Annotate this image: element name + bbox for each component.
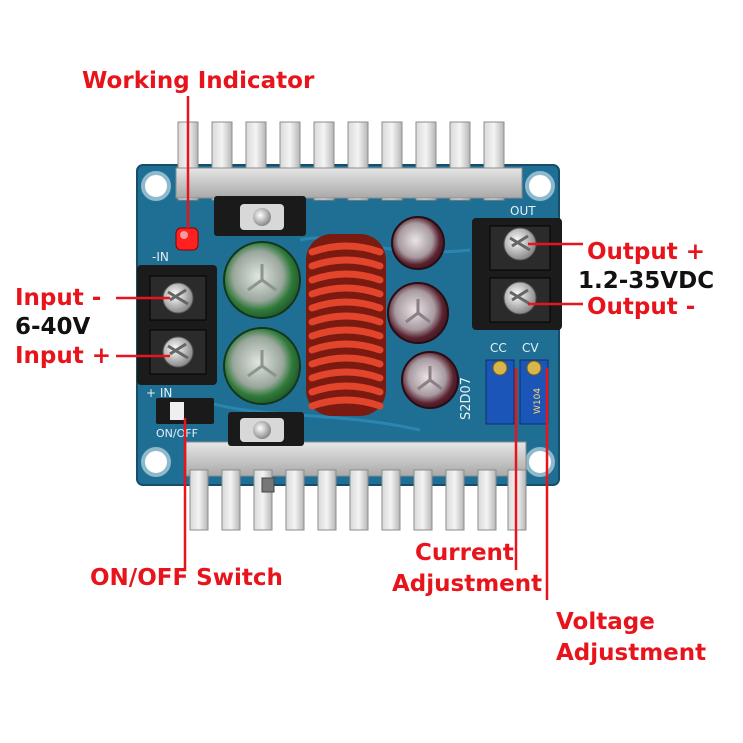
top-heatsink [175, 121, 523, 201]
output-terminal-block [472, 218, 562, 330]
bottom-transistor [228, 412, 304, 446]
input-terminal-block [137, 265, 217, 385]
output-capacitors [387, 216, 459, 409]
label-output-minus: Output - [587, 294, 696, 320]
input-capacitors [223, 241, 301, 405]
bottom-heatsink [185, 441, 527, 531]
silk-cc: CC [490, 341, 507, 355]
silk-in-plus: + IN [146, 386, 172, 400]
silk-model: S2D07 [459, 377, 474, 420]
top-transistor [214, 196, 306, 236]
silk-in-minus: -IN [152, 250, 169, 264]
label-output-plus: Output + [587, 239, 706, 265]
label-on-off-switch: ON/OFF Switch [90, 565, 283, 591]
label-input-minus: Input - [15, 285, 102, 311]
silk-cv: CV [522, 341, 539, 355]
label-current-adjustment-line2: Adjustment [392, 571, 543, 597]
label-input-plus: Input + [15, 343, 112, 369]
trimmer-potentiometers [485, 359, 549, 425]
label-input-voltage: 6-40V [15, 314, 91, 340]
label-working-indicator: Working Indicator [82, 68, 315, 94]
label-output-voltage: 1.2-35VDC [578, 268, 715, 294]
label-voltage-adjustment-line1: Voltage [556, 609, 655, 635]
label-voltage-adjustment-line2: Adjustment [556, 640, 707, 666]
working-indicator-led [175, 227, 199, 251]
silk-on-off: ON/OFF [156, 427, 198, 440]
silk-pot-mark: W104 [533, 388, 543, 414]
on-off-switch [156, 398, 214, 424]
silk-out: OUT [510, 204, 536, 218]
callout-lines [116, 96, 583, 600]
inductor-coil [306, 234, 386, 416]
label-current-adjustment-line1: Current [415, 540, 514, 566]
